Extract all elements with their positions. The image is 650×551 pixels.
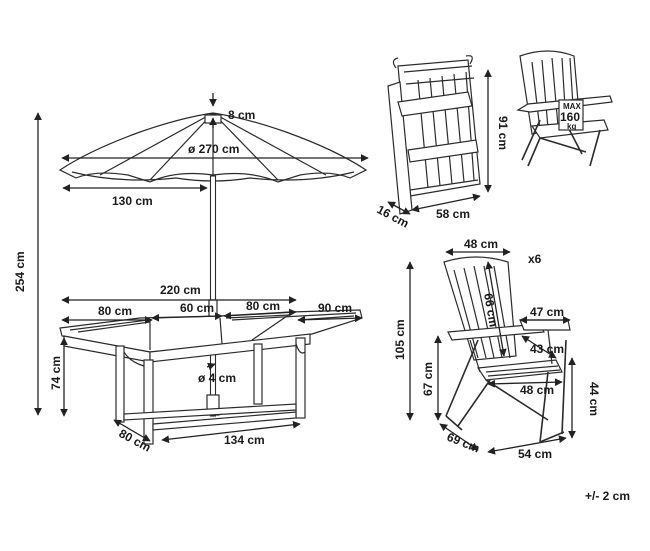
leaf-left-label: 80 cm — [98, 304, 132, 318]
umbrella-radius-label: 130 cm — [112, 194, 153, 208]
table-length-label: 134 cm — [224, 433, 265, 447]
folded-width-label: 58 cm — [436, 207, 470, 221]
armrest-width-label: 47 cm — [530, 305, 564, 319]
load-badge-value: 160 — [560, 110, 580, 124]
seat-depth-label: 43 cm — [530, 342, 564, 356]
table-extended-label: 220 cm — [160, 283, 201, 297]
umbrella-top-label: 8 cm — [228, 108, 255, 122]
armrest-height-label: 44 cm — [587, 382, 601, 416]
tolerance-note: +/- 2 cm — [585, 489, 630, 503]
leaf-right-label: 80 cm — [246, 299, 280, 313]
chair-height-label: 105 cm — [393, 319, 407, 360]
load-badge-max: MAX — [563, 102, 581, 111]
leaf-middle-label: 60 cm — [180, 301, 214, 315]
umbrella-diameter-label: ø 270 cm — [188, 142, 239, 156]
extension-label: 90 cm — [318, 301, 352, 315]
quantity-label: x6 — [528, 252, 542, 266]
folded-height-label: 91 cm — [496, 116, 510, 150]
seat-width-label: 48 cm — [520, 383, 554, 397]
table-height-label: 74 cm — [49, 356, 63, 390]
chair-width-label: 48 cm — [464, 237, 498, 251]
seat-height-label: 67 cm — [421, 362, 435, 396]
total-height-label: 254 cm — [13, 251, 27, 292]
pole-hole-label: ø 4 cm — [198, 371, 236, 385]
chair-load-illustration: MAX 160 kg — [516, 50, 613, 167]
backrest-height-label: 66 cm — [481, 292, 501, 328]
chair-base-width-label: 54 cm — [518, 447, 552, 461]
chair-depth-label: 69 cm — [445, 430, 482, 456]
load-badge-unit: kg — [567, 122, 576, 131]
folded-chair-illustration — [387, 55, 481, 215]
